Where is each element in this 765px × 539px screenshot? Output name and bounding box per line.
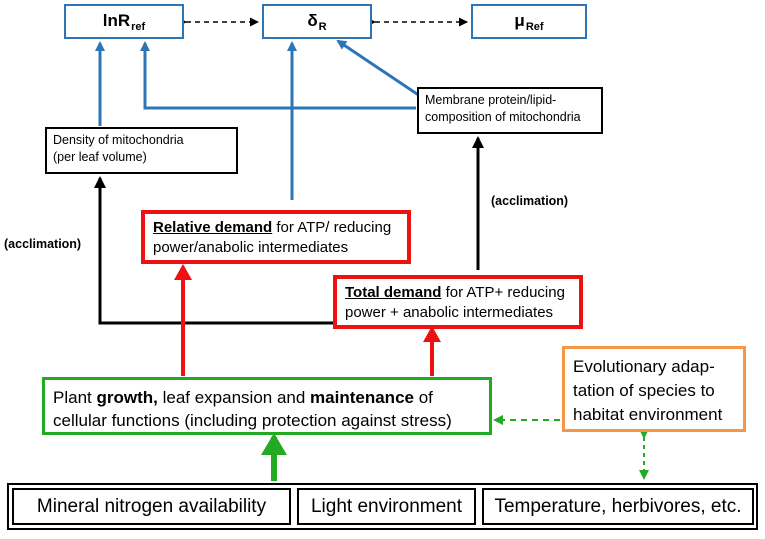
light-environment-cell: Light environment	[297, 488, 476, 525]
growth-bold-2: maintenance	[310, 388, 414, 407]
evolutionary-adaptation-box: Evolutionary adap- tation of species to …	[562, 346, 746, 432]
total-demand-rest: for ATP+ reducing	[441, 284, 565, 301]
growth-text-1: Plant	[53, 388, 97, 407]
delta-r-label: δR	[307, 10, 327, 33]
lnr-ref-label: lnRref	[102, 10, 146, 33]
total-demand-bold: Total demand	[345, 284, 442, 301]
lnr-ref-box: lnRref	[64, 4, 184, 39]
membrane-line2: composition of mitochondria	[425, 110, 581, 124]
membrane-composition-box: Membrane protein/lipid- composition of m…	[417, 87, 603, 134]
membrane-to-lnr-arrow	[140, 41, 416, 110]
evolution-line1: Evolutionary adap-	[573, 357, 715, 376]
membrane-line1: Membrane protein/lipid-	[425, 93, 557, 107]
membrane-to-delta-arrow	[336, 39, 421, 98]
density-line2: (per leaf volume)	[53, 150, 147, 164]
delta-r-box: δR	[262, 4, 372, 39]
growth-bold-1: growth,	[96, 388, 158, 407]
total-demand-line2: power + anabolic intermediates	[345, 304, 554, 321]
evolution-line2: tation of species to	[573, 381, 715, 400]
growth-text-3: of	[413, 388, 433, 407]
plant-growth-box: Plant growth, leaf expansion and mainten…	[42, 377, 492, 435]
environment-factors-row: Mineral nitrogen availability Light envi…	[7, 483, 758, 530]
acclimation-right-label: (acclimation)	[491, 194, 569, 208]
density-mitochondria-box: Density of mitochondria (per leaf volume…	[45, 127, 238, 174]
evolution-line3: habitat environment	[573, 405, 723, 424]
total-demand-box: Total demand for ATP+ reducing power + a…	[333, 275, 583, 329]
mu-ref-box: μRef	[471, 4, 587, 39]
growth-text-2: leaf expansion and	[157, 388, 311, 407]
acclimation-left-label: (acclimation)	[4, 237, 82, 251]
relative-demand-line2: power/anabolic intermediates	[153, 239, 349, 256]
total-to-density-arrow	[94, 176, 333, 325]
mu-ref-label: μRef	[514, 10, 544, 33]
relative-demand-rest: for ATP/ reducing	[272, 219, 392, 236]
temperature-herbivores-cell: Temperature, herbivores, etc.	[482, 488, 754, 525]
relative-demand-box: Relative demand for ATP/ reducing power/…	[141, 210, 411, 264]
growth-line2: cellular functions (including protection…	[53, 411, 452, 430]
relative-demand-bold: Relative demand	[153, 219, 273, 236]
nitrogen-availability-cell: Mineral nitrogen availability	[12, 488, 291, 525]
density-line1: Density of mitochondria	[53, 133, 184, 147]
